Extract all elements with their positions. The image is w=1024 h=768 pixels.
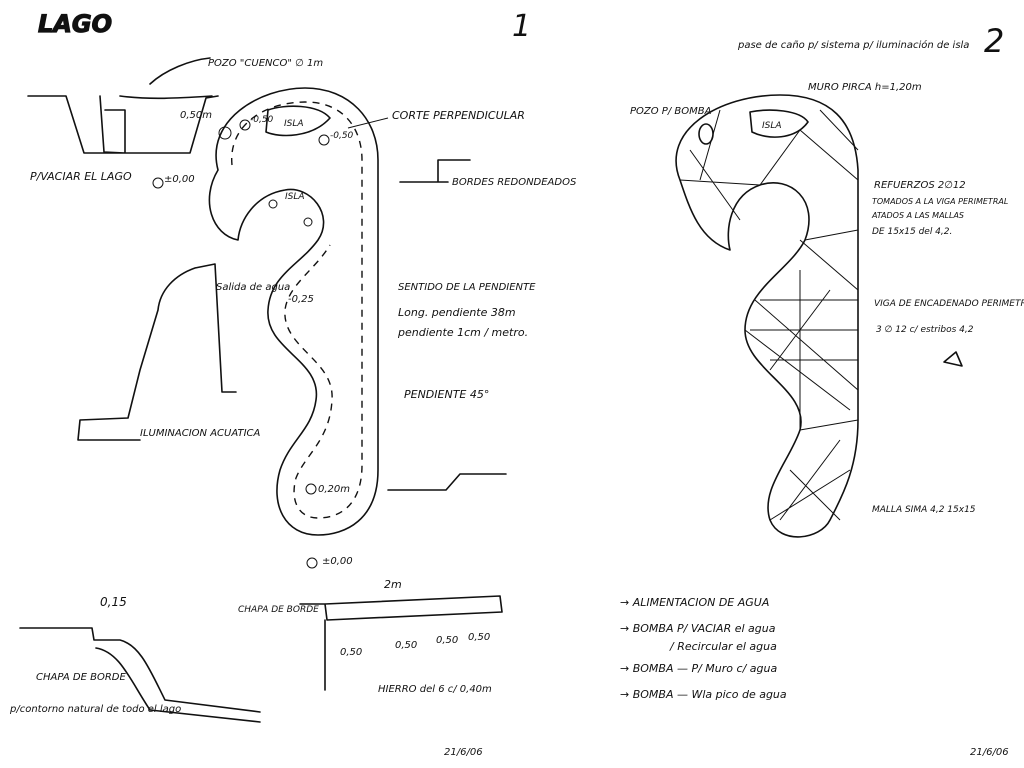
dim-050-a: 0,50: [340, 647, 362, 658]
pase-caneria-label: pase de caño p/ sistema p/ iluminación d…: [737, 39, 969, 51]
left-date: 21/6/06: [444, 747, 483, 758]
legend-item: → BOMBA — P/ Muro c/ agua: [620, 662, 777, 675]
left-sheet: LAGO 1 POZO "CUENCO" ∅ 1m 0,50m P/VACIAR…: [9, 9, 577, 758]
depth-050-label: 0,50m: [180, 110, 212, 121]
malla-sima-label: MALLA SIMA 4,2 15x15: [872, 505, 976, 515]
level-000-a-label: ±0,00: [164, 174, 195, 185]
corte-leader: [347, 117, 389, 129]
isla-shape: [749, 109, 809, 138]
left-page-number: 1: [512, 9, 531, 44]
isla-label: ISLA: [762, 121, 782, 131]
refuerzos-label: REFUERZOS 2∅12: [874, 180, 966, 191]
pool-hole-icon: [268, 199, 278, 209]
lake-inner-dashed: [231, 101, 363, 519]
iluminacion-label: ILUMINACION ACUATICA: [140, 428, 260, 439]
level-minus-025: -0,25: [288, 294, 314, 305]
level-marker-icon: [305, 483, 317, 495]
pendiente-section-icon: [387, 473, 507, 491]
structure-outline: [675, 94, 859, 538]
pozo-section-drawing: [27, 57, 219, 154]
bordes-redondeados-label: BORDES REDONDEADOS: [452, 177, 577, 188]
contorno-label: p/contorno natural de todo el lago: [9, 704, 181, 715]
level-020-label: 0,20m: [318, 484, 350, 495]
pozo-bomba-label: POZO P/ BOMBA: [630, 106, 712, 117]
dim-015-label: 0,15: [100, 595, 127, 609]
legend-item: → ALIMENTACION DE AGUA: [620, 596, 769, 609]
level-marker-icon: [306, 557, 318, 569]
lago-title: LAGO: [38, 10, 112, 38]
legend-item: → BOMBA P/ VACIAR el agua: [620, 622, 776, 635]
isla-inner-label: ISLA: [285, 192, 305, 202]
chapa-borde-right-label: CHAPA DE BORDE: [238, 605, 319, 615]
chapa-borde-left-label: CHAPA DE BORDE: [36, 672, 126, 683]
long-pendiente-label: Long. pendiente 38m: [398, 306, 516, 319]
pool-hole-icon: [303, 217, 313, 227]
vaciar-lago-label: P/VACIAR EL LAGO: [30, 170, 132, 183]
legend-item: / Recircular el agua: [669, 640, 777, 653]
level-minus-050-b: -0,50: [330, 131, 354, 141]
lake-outline: [208, 87, 379, 536]
legend-item: → BOMBA — Wla pico de agua: [620, 688, 787, 701]
level-minus-050-a: -0,50: [250, 115, 274, 125]
level-marker-icon: [239, 119, 251, 131]
corte-perpendicular-label: CORTE PERPENDICULAR: [392, 109, 525, 122]
dim-050-c: 0,50: [436, 635, 458, 646]
level-marker-icon: [318, 134, 330, 146]
level-000-b-label: ±0,00: [322, 556, 353, 567]
pozo-marker-icon: [218, 126, 232, 140]
refuerzos-2-label: TOMADOS A LA VIGA PERIMETRAL: [872, 197, 1008, 206]
refuerzos-4-label: DE 15x15 del 4,2.: [872, 227, 952, 237]
triangle-icon: [943, 351, 963, 367]
pozo-cuenco-label: POZO "CUENCO" ∅ 1m: [208, 58, 323, 69]
right-sheet: 2 pase de caño p/ sistema p/ iluminación…: [620, 22, 1024, 758]
isla-top-label: ISLA: [284, 119, 304, 129]
legend: → ALIMENTACION DE AGUA → BOMBA P/ VACIAR…: [620, 596, 787, 701]
muro-pirca-label: MURO PIRCA h=1,20m: [808, 82, 922, 93]
salida-agua-label: Salida de agua: [216, 282, 290, 293]
viga-encadenado-2-label: 3 ∅ 12 c/ estribos 4,2: [876, 325, 974, 335]
level-marker-icon: [152, 177, 164, 189]
right-date: 21/6/06: [970, 747, 1009, 758]
chapa-borde-plan: [299, 595, 503, 691]
chapa-detail-drawing: [19, 627, 261, 723]
dim-050-d: 0,50: [468, 632, 490, 643]
dim-050-b: 0,50: [395, 640, 417, 651]
pendiente-45-label: PENDIENTE 45°: [404, 388, 489, 401]
isla-top-shape: [265, 105, 331, 137]
bordes-section-icon: [399, 159, 471, 183]
salida-section-drawing: [77, 263, 237, 441]
right-page-number: 2: [984, 22, 1004, 60]
sentido-pendiente-label: SENTIDO DE LA PENDIENTE: [398, 282, 536, 293]
hierro-label: HIERRO del 6 c/ 0,40m: [378, 684, 492, 695]
mesh-lines: [679, 109, 859, 521]
viga-encadenado-label: VIGA DE ENCADENADO PERIMETRAL: [874, 299, 1024, 309]
refuerzos-3-label: ATADOS A LAS MALLAS: [871, 211, 964, 220]
dim-2m-label: 2m: [384, 578, 402, 591]
pendiente-1cm-label: pendiente 1cm / metro.: [397, 326, 528, 339]
